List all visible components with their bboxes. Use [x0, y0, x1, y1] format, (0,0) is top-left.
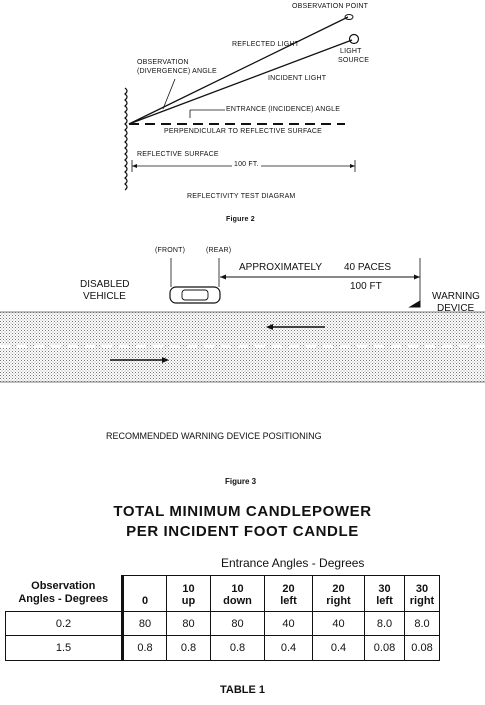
value-cell: 0.08 [404, 635, 440, 661]
observation-angle-label-2: (DIVERGENCE) ANGLE [137, 68, 217, 75]
value-cell: 8.0 [404, 611, 440, 636]
observation-point-label: OBSERVATION POINT [292, 3, 369, 10]
row-header-cell: Observation Angles - Degrees [5, 575, 123, 612]
entrance-angle-label: ENTRANCE (INCIDENCE) ANGLE [226, 106, 341, 113]
entrance-angles-header: Entrance Angles - Degrees [221, 556, 365, 570]
front-label: (FRONT) [155, 247, 186, 254]
figure3-caption: Figure 3 [225, 477, 257, 486]
figure3-title: RECOMMENDED WARNING DEVICE POSITIONING [106, 431, 322, 441]
value-cell: 0.8 [121, 635, 167, 661]
value-cell: 0.8 [166, 635, 211, 661]
value-cell: 8.0 [364, 611, 405, 636]
table-caption: TABLE 1 [219, 684, 266, 696]
disabled-vehicle-label-2: VEHICLE [83, 291, 126, 302]
value-cell: 0.8 [210, 635, 265, 661]
disabled-vehicle-label-1: DISABLED [80, 279, 130, 290]
row-header-line2: Angles - Degrees [18, 593, 109, 606]
value-cell: 0.08 [364, 635, 405, 661]
figure2-caption: Figure 2 [226, 216, 255, 223]
light-source-label-1: LIGHT [340, 48, 362, 55]
reflective-surface-label: REFLECTIVE SURFACE [137, 151, 219, 158]
distance-label: 100 FT. [232, 161, 261, 168]
incident-light-label: INCIDENT LIGHT [268, 75, 327, 82]
arrow-left-icon [266, 324, 325, 330]
row-angle-cell: 1.5 [5, 635, 123, 661]
table-title-line1: TOTAL MINIMUM CANDLEPOWER [113, 503, 372, 520]
value-cell: 80 [121, 611, 167, 636]
incident-light-line [128, 39, 353, 125]
column-header: 0 [121, 575, 167, 612]
reflected-light-label: REFLECTED LIGHT [232, 41, 300, 48]
diagram-title: REFLECTIVITY TEST DIAGRAM [187, 193, 296, 200]
observation-point-icon [344, 14, 354, 20]
row-angle-cell: 0.2 [5, 611, 123, 636]
reflective-surface-shape [124, 87, 128, 191]
warning-device-icon [408, 300, 421, 308]
table-title-line2: PER INCIDENT FOOT CANDLE [126, 523, 359, 540]
value-cell: 80 [210, 611, 265, 636]
warning-device-label-2: DEVICE [437, 303, 475, 314]
value-cell: 40 [312, 611, 365, 636]
table-row: 0.2 80 80 80 40 40 8.0 8.0 [5, 611, 440, 636]
feet-label: 100 FT [350, 281, 382, 292]
value-cell: 80 [166, 611, 211, 636]
approximately-label: APPROXIMATELY [239, 262, 322, 273]
perpendicular-label: PERPENDICULAR TO REFLECTIVE SURFACE [164, 128, 323, 135]
disabled-vehicle-icon [169, 286, 221, 304]
arrow-right-icon [110, 357, 169, 363]
value-cell: 0.4 [264, 635, 313, 661]
row-header-line1: Observation [31, 580, 96, 593]
value-cell: 40 [264, 611, 313, 636]
light-source-icon [348, 33, 360, 45]
observation-angle-label-1: OBSERVATION [137, 59, 189, 66]
light-source-label-2: SOURCE [338, 57, 370, 64]
rear-label: (REAR) [206, 247, 232, 254]
value-cell: 0.4 [312, 635, 365, 661]
reflected-light-line [128, 16, 349, 125]
observation-angle-leader [162, 78, 176, 110]
table-row: 1.5 0.8 0.8 0.8 0.4 0.4 0.08 0.08 [5, 635, 440, 661]
warning-device-label-1: WARNING [432, 291, 480, 302]
paces-label: 40 PACES [344, 262, 392, 273]
